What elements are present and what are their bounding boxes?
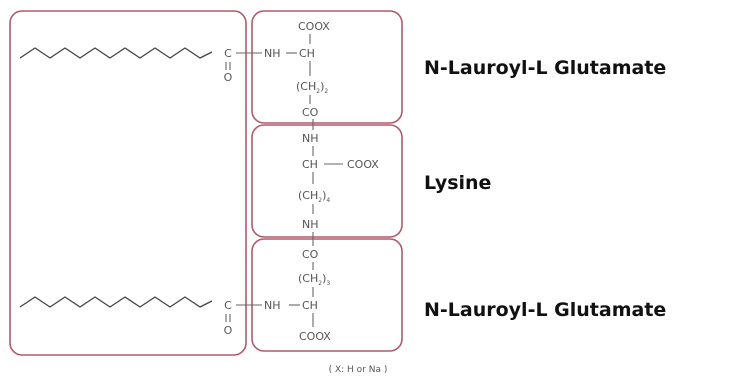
bottom-carbonyl-carbon: C (224, 299, 232, 312)
bottom-carboxyl: COOX (299, 330, 331, 343)
glutamate-bottom-box (251, 238, 403, 352)
bottom-side-carbonyl: CO (302, 248, 319, 261)
lysine-box (251, 124, 403, 238)
bottom-methylene-group: (CH2)3 (298, 272, 330, 287)
bottom-alpha-ch: CH (302, 299, 318, 312)
footnote-x-definition: ( X: H or Na ) (329, 365, 388, 375)
lysine-alpha-ch: CH (302, 158, 318, 171)
top-amine: NH (264, 47, 281, 60)
top-methylene-group: (CH2)2 (296, 80, 328, 95)
bottom-carbonyl-oxygen: O (224, 324, 233, 337)
bottom-lauroyl-chain (19, 296, 213, 308)
label-bottom-glutamate: N-Lauroyl-L Glutamate (424, 299, 666, 321)
top-carbonyl-oxygen: O (224, 71, 233, 84)
top-carboxyl: COOX (298, 20, 330, 33)
lysine-nh-bottom: NH (302, 218, 319, 231)
top-carbonyl-carbon: C (224, 47, 232, 60)
label-top-glutamate: N-Lauroyl-L Glutamate (424, 57, 666, 79)
lauroyl-chains-box (9, 10, 247, 356)
bottom-amine: NH (264, 299, 281, 312)
label-lysine: Lysine (424, 172, 491, 194)
top-alpha-ch: CH (299, 47, 315, 60)
top-side-carbonyl: CO (302, 106, 319, 119)
lysine-methylene-group: (CH2)4 (298, 189, 330, 204)
glutamate-top-box (251, 10, 403, 124)
lysine-nh-top: NH (302, 132, 319, 145)
top-lauroyl-chain (19, 47, 213, 59)
lysine-carboxyl: COOX (347, 158, 379, 171)
